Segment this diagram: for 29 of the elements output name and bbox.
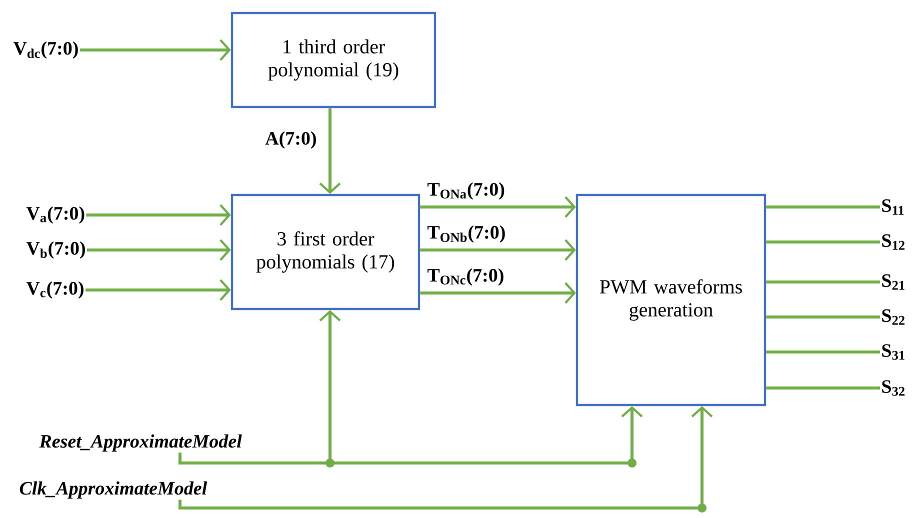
arrow [420, 196, 576, 218]
signal-label: S$_{31}$ [882, 344, 904, 360]
arrow [178, 406, 713, 510]
arrow [86, 204, 231, 226]
process-box: PWM waveforms generation [576, 194, 766, 406]
arrow [86, 279, 231, 301]
arrow [319, 108, 341, 194]
signal-label: S$_{22}$ [882, 309, 904, 325]
signal-label: Clk_ApproximateModel [20, 481, 208, 499]
signal-label: V$_{c}$(7:0) [26, 281, 84, 299]
arrow [87, 239, 231, 261]
signal-label: S$_{32}$ [882, 380, 904, 396]
signal-label: V$_{dc}$(7:0) [13, 41, 78, 59]
edge-label: T$_{ONb}$(7:0) [426, 224, 507, 244]
arrow [420, 239, 576, 261]
arrow [80, 39, 231, 61]
arrow [420, 282, 576, 304]
signal-label: V$_{a}$(7:0) [26, 206, 84, 224]
process-box: 1 third order polynomial (19) [230, 12, 436, 108]
edge-label: T$_{ONc}$(7:0) [426, 267, 506, 287]
signal-label: S$_{11}$ [882, 199, 904, 215]
edge-label: A(7:0) [264, 130, 318, 150]
signal-label: V$_{b}$(7:0) [26, 241, 85, 259]
edge-label: T$_{ONa}$(7:0) [426, 181, 506, 201]
signal-label: S$_{12}$ [882, 234, 904, 250]
process-box: 3 first order polynomials (17) [230, 194, 420, 310]
signal-label: Reset_ApproximateModel [39, 434, 242, 452]
arrow [178, 406, 643, 464]
signal-label: S$_{21}$ [882, 274, 904, 290]
